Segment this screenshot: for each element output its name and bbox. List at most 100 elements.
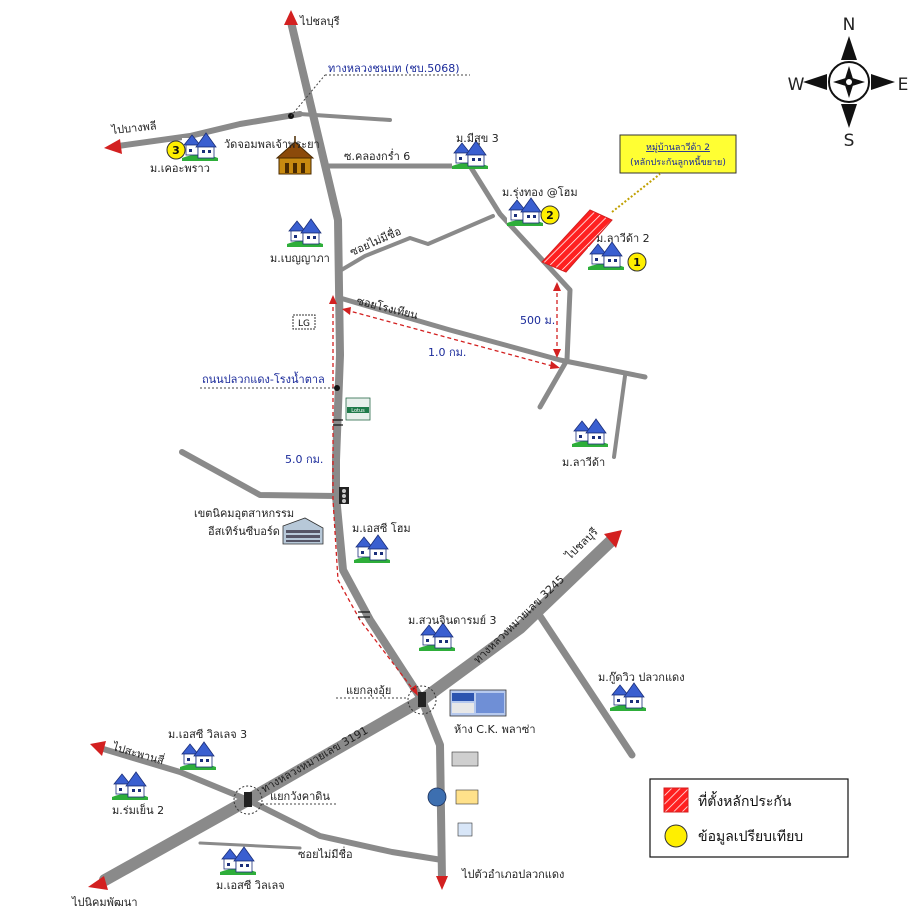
compass-s: S [844, 131, 855, 151]
village-label-mi-suk-3: ม.มีสุข 3 [456, 132, 499, 145]
road-lavida-branch [612, 374, 627, 459]
compass-n: N [843, 15, 856, 35]
junction-lung-yai [407, 685, 437, 715]
legend-collateral-swatch [663, 787, 689, 813]
bank-icon [427, 787, 447, 807]
house-icon [219, 846, 257, 876]
road-temple-side [298, 112, 392, 122]
comparison-marker-3: 3 [166, 140, 186, 160]
direction-arrows [88, 10, 622, 890]
industrial-label-line2: อีสเทิร์นซีบอร์ด [208, 525, 280, 538]
house-icon [571, 418, 609, 448]
compass-e: E [898, 75, 909, 95]
junction-wang-khae-din [233, 785, 263, 815]
arrow-to-chonburi-top [284, 10, 298, 25]
road-to-bang-pla [115, 111, 303, 149]
village-label-city-view: ม.กู๊ดวิว ปลวกแดง [598, 671, 685, 684]
shop-icon-1 [451, 751, 479, 767]
road-network [97, 18, 648, 886]
village-label-benyapha: ม.เบญญาภา [270, 252, 330, 265]
road-main-north-south [287, 18, 446, 884]
house-icon [111, 771, 149, 801]
svg-text:Lotus: Lotus [351, 408, 365, 414]
village-label-eastern-home: ม.เอสซี โฮม [352, 521, 411, 535]
mall-icon [449, 689, 507, 717]
road-label-to-nikhom: ไปนิคมพัฒนา [71, 896, 138, 909]
distance-markers [332, 286, 558, 693]
road-soi-unnamed-bottom [245, 797, 445, 863]
village-label-lavida-2: ม.ลาวีด้า 2 [596, 232, 650, 245]
comparison-marker-2: 2 [540, 205, 560, 225]
road-label-to-chonburi-top: ไปชลบุรี [299, 15, 340, 28]
house-icon [353, 534, 391, 564]
road-label-highway-5068: ทางหลวงชนบท (ชบ.5068) [328, 62, 460, 75]
road-label-khlong-kra-6: ซ.คลองกร่ำ 6 [344, 148, 410, 163]
house-icon [179, 741, 217, 771]
legend: ที่ตั้งหลักประกัน ข้อมูลเปรียบเทียบ [649, 778, 849, 858]
bridge-marks [333, 419, 370, 618]
road-label-soi-mai-mi-chue-bottom: ซอยไม่มีชื่อ [298, 846, 353, 861]
road-label-to-bang-pla: ไปบางพลี [110, 119, 157, 137]
road-branch-cityview [532, 606, 636, 759]
highway-5068-pointer [290, 74, 326, 117]
distance-1km-label: 1.0 กม. [428, 346, 466, 359]
comparison-marker-1: 1 [627, 252, 647, 272]
lg-box [292, 314, 316, 330]
road-to-sa-phan [97, 745, 251, 803]
village-label-sc-village-3: ม.เอสซี วิลเลจ 3 [168, 728, 247, 741]
lg-label: LG [298, 319, 310, 329]
distance-arrowheads [329, 282, 561, 696]
temple-icon [275, 136, 315, 175]
compass-w: W [788, 75, 805, 95]
temple-label: วัดจอมพลเจ้าพระยา [224, 138, 320, 151]
road-sc-village-branch [198, 841, 302, 850]
industrial-building-icon [282, 517, 324, 545]
house-icon [451, 140, 489, 170]
road-highway-3245 [416, 534, 618, 706]
village-label-suan-chinda-3: ม.สวนจินดารมย์ 3 [408, 614, 497, 627]
arrow-to-sa-phan [90, 741, 106, 756]
pluak-daeng-dot [334, 385, 340, 391]
callout-pointer [611, 173, 661, 213]
road-label-pluak-daeng: ถนนปลวกแดง-โรงน้ำตาล [202, 371, 325, 386]
house-icon [506, 197, 544, 227]
road-label-to-amphoe: ไปตัวอำเภอปลวกแดง [461, 868, 564, 881]
road-label-highway-3191: ทางหลวงหมายเลข 3191 [259, 724, 370, 796]
arrow-to-chonburi-right [604, 530, 622, 548]
road-to-industrial [179, 449, 339, 499]
house-icon [418, 622, 456, 652]
traffic-light-north [339, 487, 349, 504]
shop-icon-2 [455, 789, 479, 805]
village-label-lavida: ม.ลาวีด้า [562, 456, 605, 469]
house-icon [609, 682, 647, 712]
svg-text:2: 2 [546, 209, 554, 222]
road-label-soi-rong-thian: ซอยโรงเทียน [355, 293, 420, 322]
shop-icon-3 [457, 822, 473, 837]
svg-text:1: 1 [633, 256, 641, 269]
arrow-to-bang-pla [104, 139, 122, 154]
lotus-icon: Lotus [345, 397, 371, 421]
road-soi-rong-thian [337, 295, 648, 380]
callout-box [619, 134, 737, 174]
legend-collateral-label: ที่ตั้งหลักประกัน [698, 791, 792, 810]
svg-text:3: 3 [172, 144, 180, 157]
house-icon [286, 218, 324, 248]
road-soi-unnamed-top [336, 214, 495, 274]
junction-label-lung-yai: แยกลุงอุ้ย [346, 684, 391, 697]
road-label-to-sa-phan: ไปสะพานสี่ [110, 738, 166, 767]
house-icon [587, 241, 625, 271]
distance-line-5km [332, 300, 416, 693]
callout-line1: หมู่บ้านลาวีด้า 2 [646, 142, 710, 153]
legend-comparison-swatch [664, 824, 688, 848]
arrow-to-amphoe [436, 876, 448, 890]
collateral-parcel [541, 209, 613, 273]
village-label-rung-thong: ม.รุ่งทอง @โฮม [502, 185, 578, 199]
callout-line2: (หลักประกันลูกหนี้ขยาย) [630, 155, 726, 168]
junction-label-wang-khae-din: แยกวังคาดิน [270, 790, 330, 803]
industrial-label-line1: เขตนิคมอุตสาหกรรม [194, 507, 294, 520]
legend-comparison-label: ข้อมูลเปรียบเทียบ [698, 829, 803, 845]
road-khlong-kra-6 [322, 163, 573, 410]
distance-line-1km [345, 309, 557, 368]
